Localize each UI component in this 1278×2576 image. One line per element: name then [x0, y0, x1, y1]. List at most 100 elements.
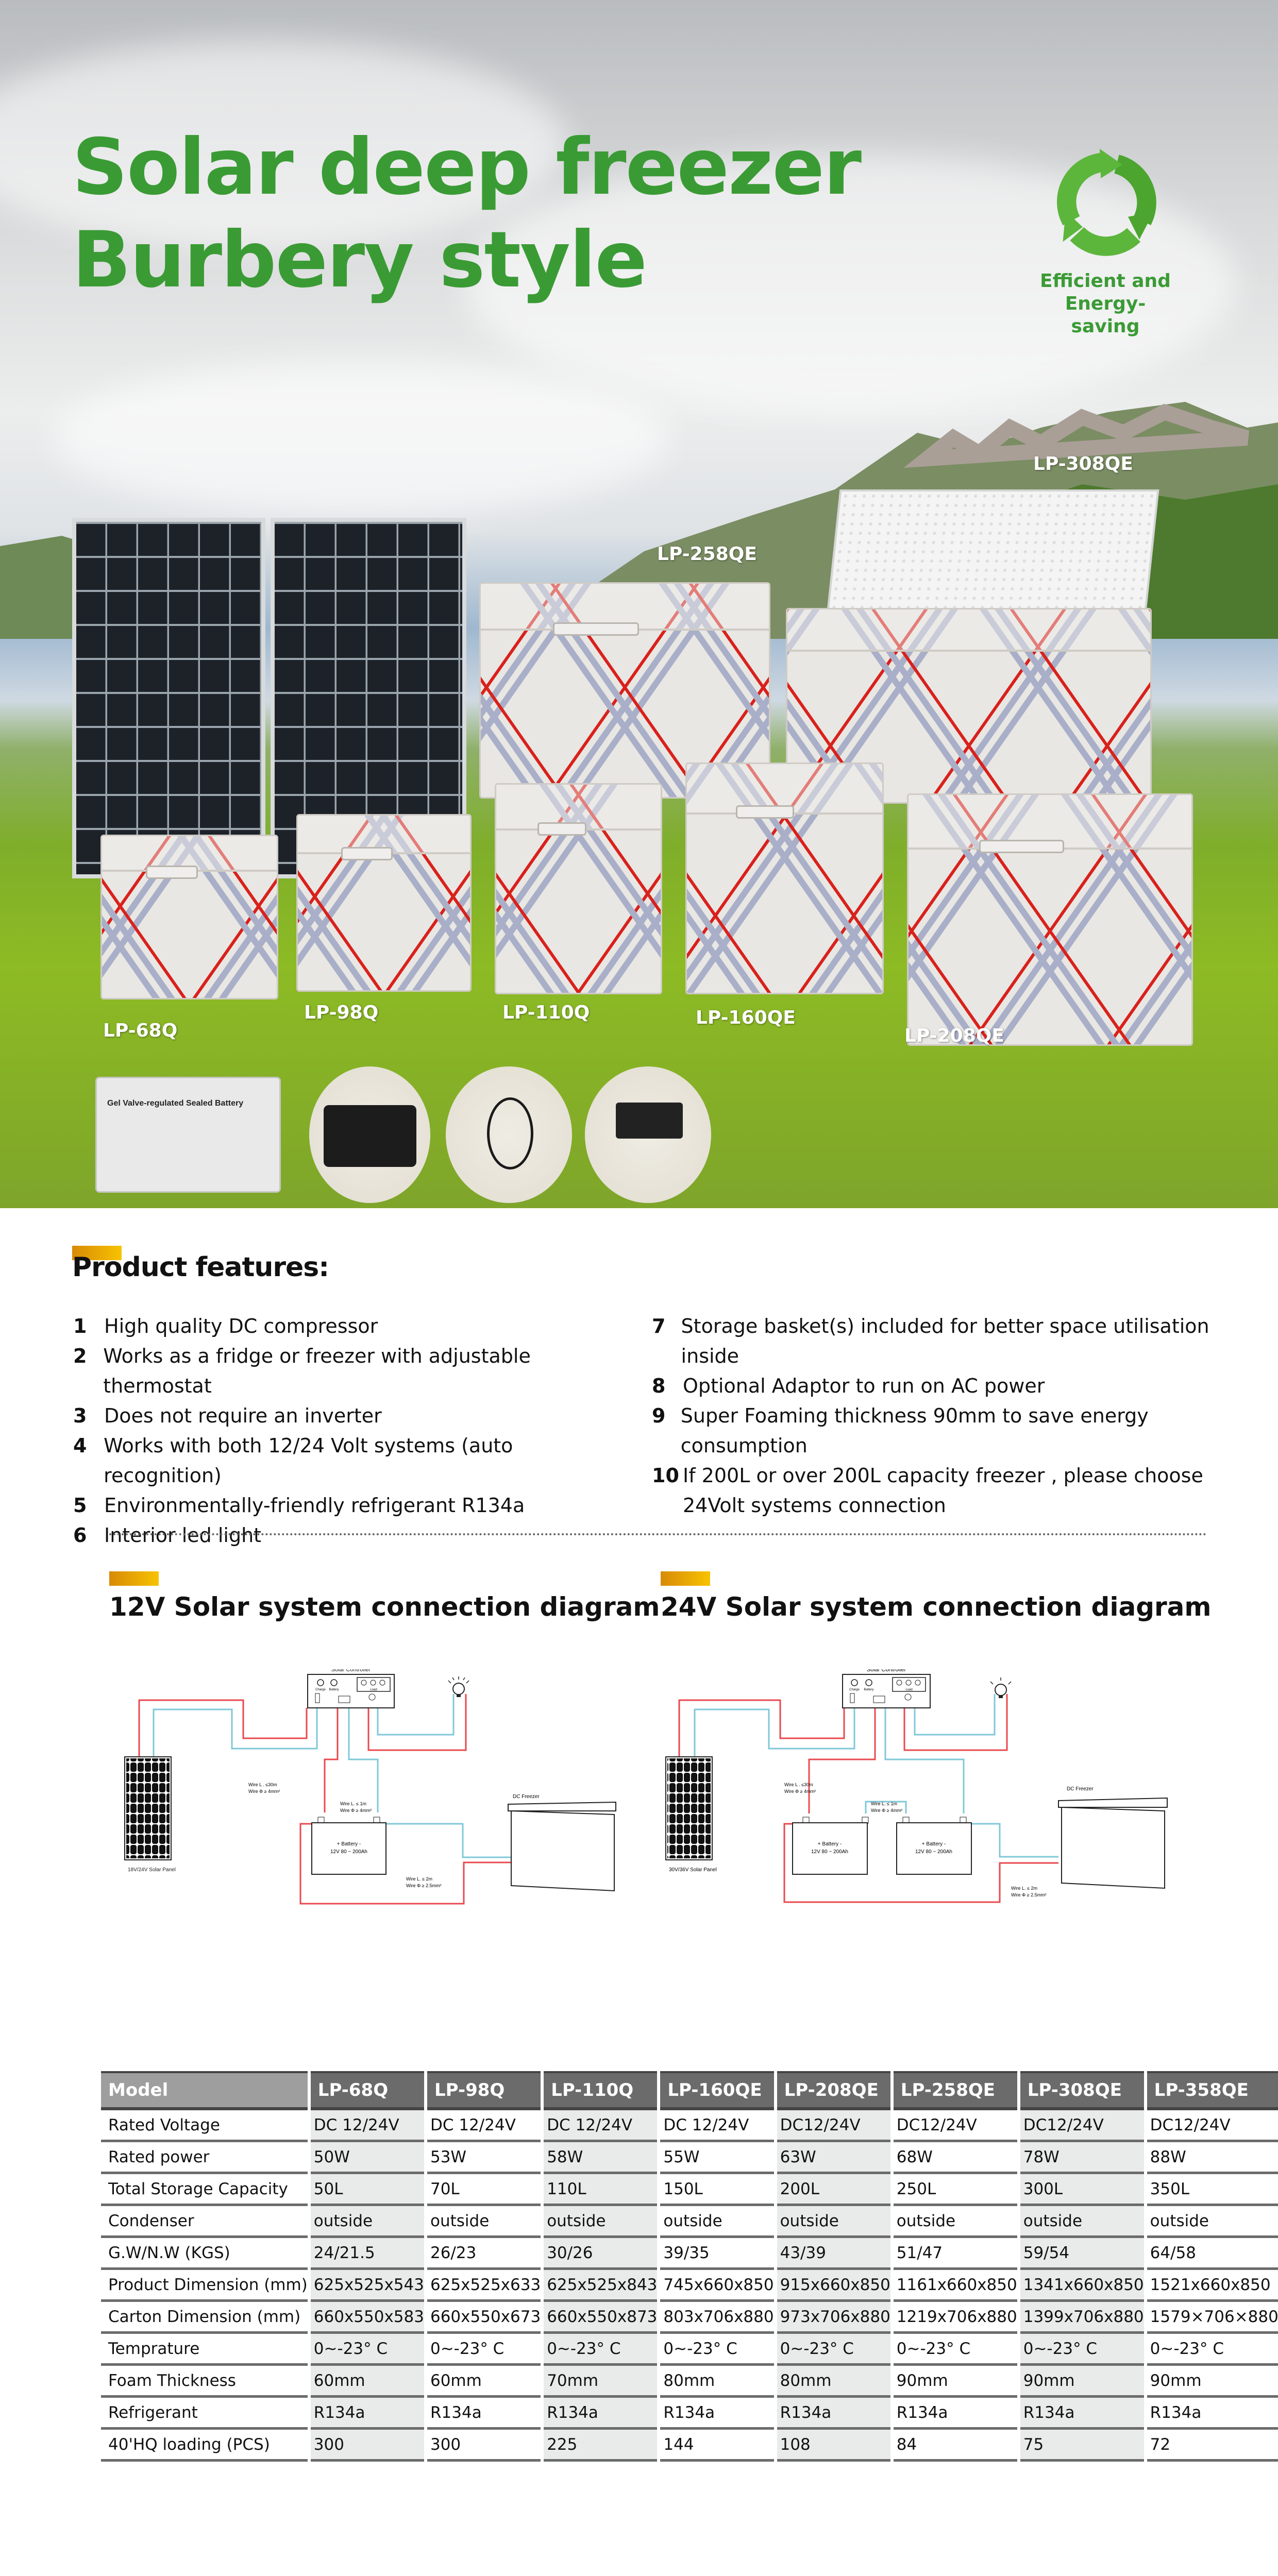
- diagram-label: 12V 80 ~ 200Ah: [915, 1849, 952, 1855]
- table-cell: 30/26: [544, 2238, 658, 2270]
- diagram-label: 12V 80 ~ 200Ah: [330, 1849, 367, 1855]
- feature-text: Super Foaming thickness 90mm to save ene…: [680, 1404, 1155, 1457]
- diagram-label: Wire L. ≤ 1m: [871, 1801, 897, 1806]
- feature-number: 10: [652, 1464, 679, 1487]
- freezer-lp-110q: [495, 783, 662, 994]
- diagram-label: Wire L . ≤30m: [784, 1782, 813, 1787]
- feature-number: 2: [73, 1345, 87, 1367]
- table-cell: 0~-23° C: [777, 2334, 890, 2366]
- table-cell: 75: [1020, 2430, 1144, 2462]
- table-header-cell: LP-358QE: [1147, 2071, 1278, 2110]
- table-cell: outside: [660, 2206, 774, 2238]
- table-cell: 24/21.5: [310, 2238, 424, 2270]
- table-cell: 625x525x633: [427, 2270, 541, 2302]
- table-cell: R134a: [1020, 2398, 1144, 2430]
- table-row-label: Carton Dimension (mm): [101, 2302, 308, 2334]
- table-cell: 350L: [1147, 2174, 1278, 2206]
- table-cell: 225: [544, 2430, 658, 2462]
- diagram-label: Solar Controller: [867, 1669, 906, 1673]
- freezer-icon: [508, 1801, 616, 1892]
- cloud: [52, 361, 670, 515]
- diagram-24v: Solar Controller Charge Battery Load 30V…: [654, 1667, 1206, 1927]
- table-header-cell: LP-68Q: [310, 2071, 424, 2110]
- table-row-label: G.W/N.W (KGS): [101, 2238, 308, 2270]
- table-row-label: Condenser: [101, 2206, 308, 2238]
- feature-number: 3: [73, 1404, 87, 1427]
- diagram-label: 12V 80 ~ 200Ah: [811, 1849, 848, 1855]
- table-cell: DC12/24V: [893, 2110, 1017, 2142]
- table-cell: 80mm: [777, 2366, 890, 2398]
- diagram-label: 18V/24V Solar Panel: [128, 1867, 176, 1873]
- table-cell: 660x550x583: [310, 2302, 424, 2334]
- freezer-icon: [1058, 1797, 1168, 1889]
- table-cell: 53W: [427, 2142, 541, 2174]
- battery-icon: [896, 1817, 972, 1875]
- diagram-label: Wire L. ≤ 2m: [1011, 1886, 1037, 1891]
- feature-text: Does not require an inverter: [104, 1404, 382, 1427]
- hero-title: Solar deep freezer Burbery style: [72, 121, 862, 307]
- diagram-label: Wire Φ ≥ 4mm²: [248, 1789, 280, 1794]
- table-cell: R134a: [1147, 2398, 1278, 2430]
- clamp-cable-image: [446, 1066, 572, 1203]
- table-cell: DC12/24V: [777, 2110, 890, 2142]
- diagram-24v-accent-bar: [661, 1571, 710, 1586]
- table-cell: 58W: [544, 2142, 658, 2174]
- table-cell: 1219x706x880: [893, 2302, 1017, 2334]
- table-cell: outside: [427, 2206, 541, 2238]
- table-cell: 0~-23° C: [1147, 2334, 1278, 2366]
- table-cell: 803x706x880: [660, 2302, 774, 2334]
- table-cell: DC 12/24V: [544, 2110, 658, 2142]
- table-cell: 60mm: [310, 2366, 424, 2398]
- diagram-label: Wire Φ ≥ 2.5mm²: [1011, 1892, 1047, 1897]
- table-cell: 60mm: [427, 2366, 541, 2398]
- wiring-diagram-12v: Solar Controller Charge Battery Load 18V…: [124, 1667, 616, 1905]
- table-cell: 625x525x843: [544, 2270, 658, 2302]
- wiring-diagram-24v: Solar Controller Charge Battery Load 30V…: [665, 1667, 1168, 1903]
- table-cell: 90mm: [893, 2366, 1017, 2398]
- features-title: Product features:: [72, 1252, 329, 1283]
- battery-label: Gel Valve-regulated Sealed Battery: [107, 1099, 244, 1108]
- table-row-label: Total Storage Capacity: [101, 2174, 308, 2206]
- model-label: LP-258QE: [657, 544, 757, 565]
- diagram-label: Solar Controller: [331, 1669, 371, 1673]
- table-cell: 51/47: [893, 2238, 1017, 2270]
- spec-table: Model LP-68Q LP-98Q LP-110Q LP-160QE LP-…: [98, 2071, 1278, 2462]
- table-cell: outside: [893, 2206, 1017, 2238]
- table-cell: R134a: [777, 2398, 890, 2430]
- diagram-label: 30V/36V Solar Panel: [669, 1867, 717, 1873]
- table-cell: R134a: [660, 2398, 774, 2430]
- bulb-icon: [448, 1676, 469, 1697]
- feature-number: 7: [652, 1315, 666, 1337]
- diagram-label: Wire Φ ≥ 4mm²: [784, 1789, 816, 1794]
- table-row-label: Temprature: [101, 2334, 308, 2366]
- table-cell: 110L: [544, 2174, 658, 2206]
- diagram-12v: Solar Controller Charge Battery Load 18V…: [108, 1667, 654, 1927]
- freezer-lp-208qe: [907, 793, 1193, 1046]
- freezer-lp-258qe: [479, 582, 770, 799]
- table-header-cell: Model: [101, 2071, 308, 2110]
- cloud: [0, 41, 567, 247]
- table-header-cell: LP-98Q: [427, 2071, 541, 2110]
- feature-text: Storage basket(s) included for better sp…: [681, 1315, 1216, 1367]
- table-cell: DC12/24V: [1020, 2110, 1144, 2142]
- table-cell: 55W: [660, 2142, 774, 2174]
- table-cell: 63W: [777, 2142, 890, 2174]
- diagram-label: + Battery -: [337, 1841, 361, 1847]
- diagram-label: Load: [905, 1688, 912, 1691]
- battery-image: Gel Valve-regulated Sealed Battery: [95, 1077, 281, 1193]
- table-cell: 150L: [660, 2174, 774, 2206]
- table-cell: outside: [310, 2206, 424, 2238]
- battery-icon: [311, 1817, 386, 1875]
- table-cell: 43/39: [777, 2238, 890, 2270]
- table-cell: 70mm: [544, 2366, 658, 2398]
